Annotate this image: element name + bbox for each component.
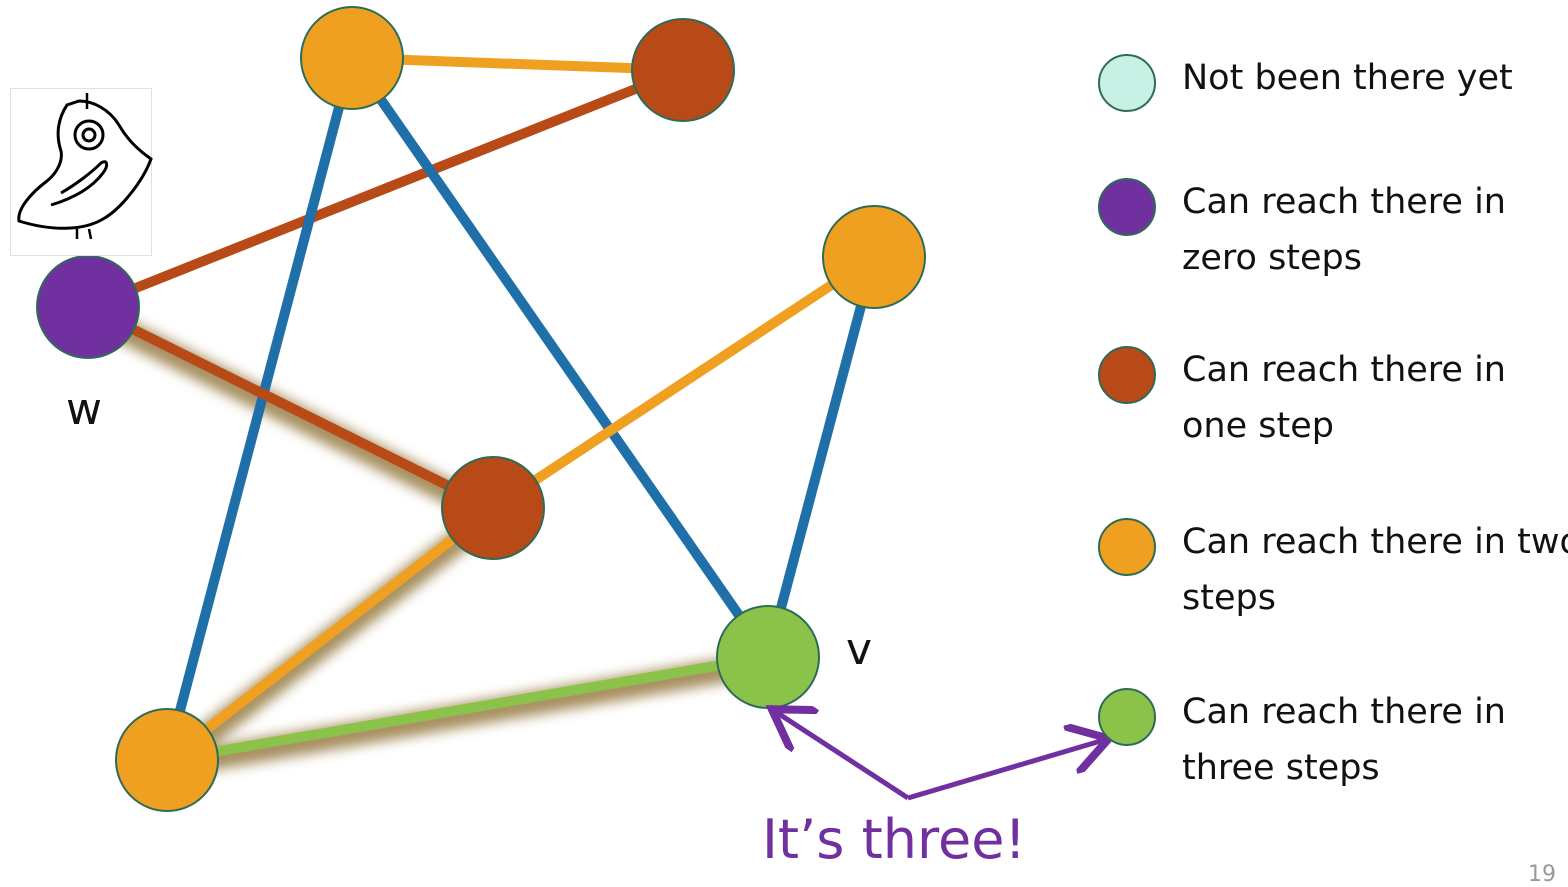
edge-w-top-right — [86, 65, 685, 312]
legend-swatch — [1098, 518, 1156, 576]
node-layer — [36, 6, 926, 812]
edge-center-right — [490, 252, 877, 513]
arrow-to-v — [776, 712, 910, 801]
page-number: 19 — [1528, 862, 1556, 887]
node-top-right — [631, 18, 735, 122]
bird-sketch-icon — [17, 93, 153, 240]
node-label-w: w — [66, 384, 102, 435]
node-top-left — [300, 6, 404, 110]
caption: It’s three! — [762, 808, 1027, 871]
node-v — [716, 605, 820, 709]
edge-bottom-left-v — [166, 652, 769, 765]
edge-shadow-bottom-left-v — [155, 651, 780, 778]
legend-label: Not been there yet — [1182, 58, 1513, 98]
edge-top-left-v — [347, 55, 773, 660]
arrow-to-legend — [907, 740, 1104, 801]
legend-label: Can reach there in zero steps — [1182, 182, 1506, 278]
edge-top-left-bottom-left — [162, 56, 357, 762]
legend-label: Can reach there in two steps — [1182, 522, 1568, 618]
legend-swatch — [1098, 346, 1156, 404]
edge-center-bottom-left — [163, 504, 497, 764]
legend-label: Can reach there in one step — [1182, 350, 1506, 446]
node-w — [36, 255, 140, 359]
legend-label: Can reach there in three steps — [1182, 692, 1506, 788]
edge-layer — [85, 53, 879, 765]
node-bottom-left — [115, 708, 219, 812]
path-highlight-layer — [76, 301, 780, 778]
edge-top-left-top-right — [351, 53, 684, 75]
node-right — [822, 205, 926, 309]
node-center — [441, 456, 545, 560]
legend-swatch — [1098, 54, 1156, 112]
edge-w-center — [85, 302, 496, 513]
node-label-v: v — [846, 624, 873, 675]
bird-illustration — [10, 88, 153, 256]
edge-shadow-w-center — [76, 301, 505, 526]
legend-swatch — [1098, 178, 1156, 236]
callout-arrows — [776, 712, 1104, 801]
edge-right-v — [763, 255, 879, 659]
legend-swatch — [1098, 688, 1156, 746]
